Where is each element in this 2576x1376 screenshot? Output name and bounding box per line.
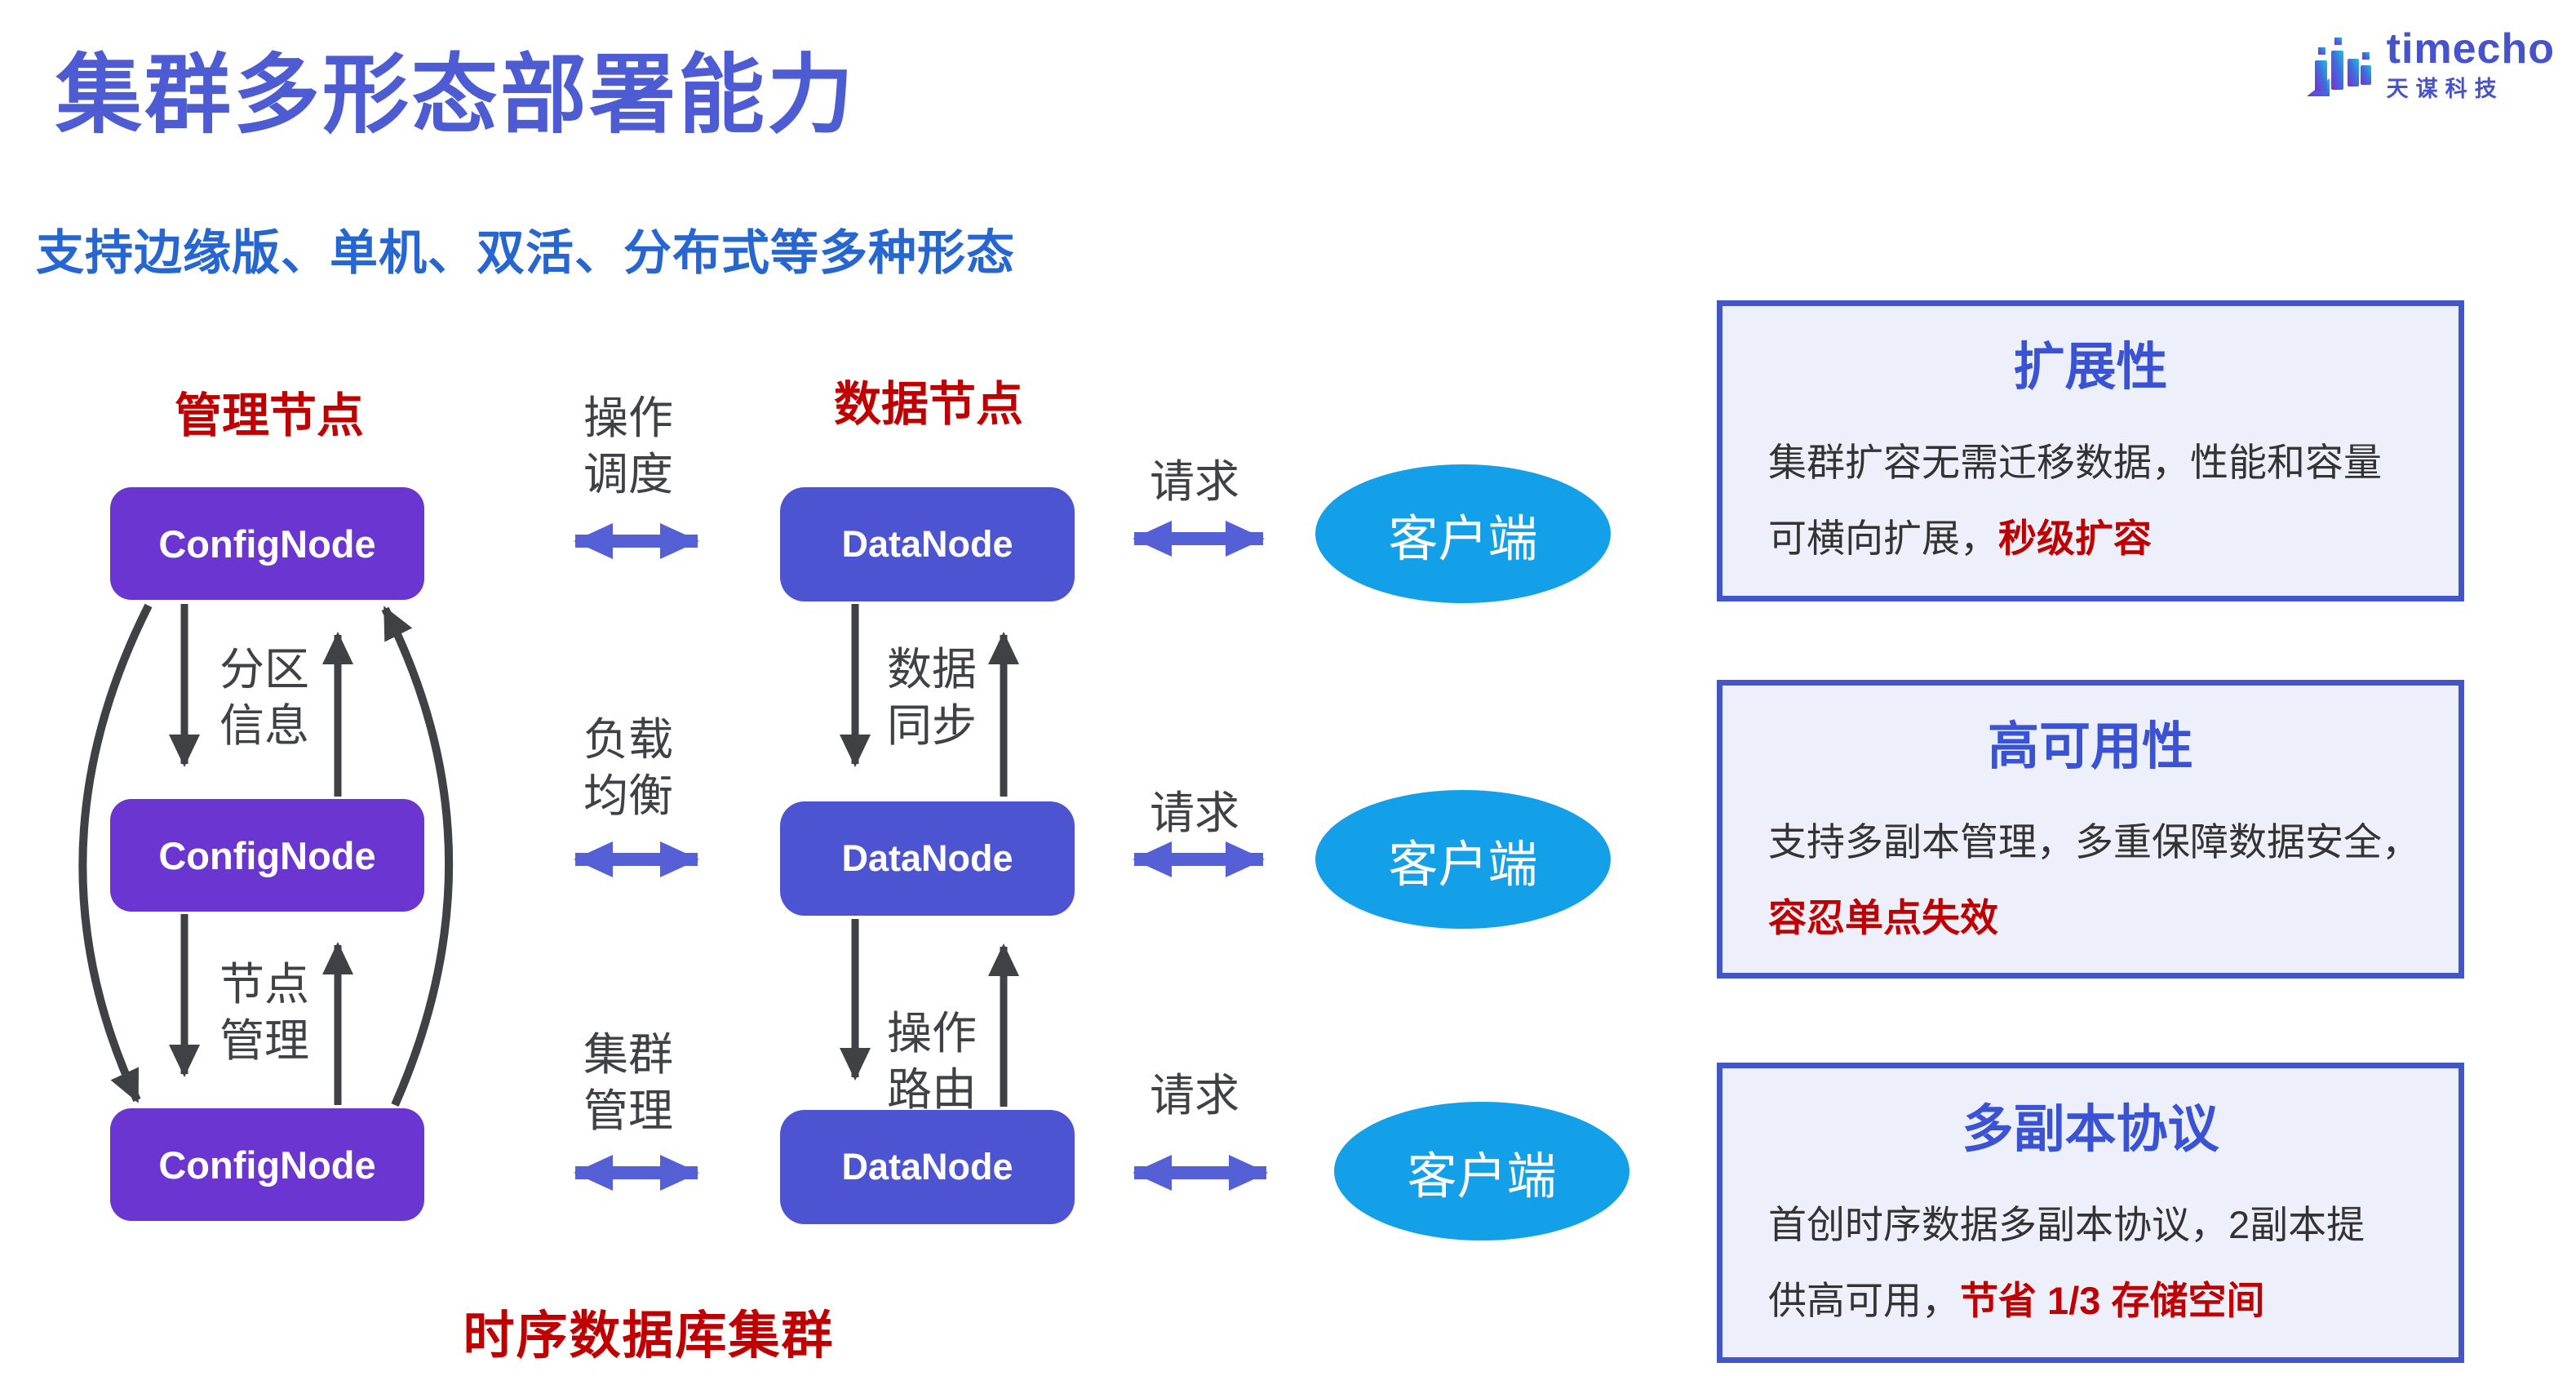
- panel-scalability-body: 集群扩容无需迁移数据，性能和容量 可横向扩展，秒级扩容: [1768, 424, 2423, 576]
- panel-scalability-title: 扩展性: [2013, 339, 2168, 396]
- page-subtitle: 支持边缘版、单机、双活、分布式等多种形态: [36, 226, 1016, 280]
- client-node-3: 客户端: [1334, 1102, 1629, 1241]
- panel-scalability-line2: 可横向扩展，秒级扩容: [1768, 517, 2152, 560]
- panel-high-availability-body: 支持多副本管理，多重保障数据安全， 容忍单点失效: [1768, 804, 2423, 956]
- edge-label-load-balance: 负载 均衡: [583, 714, 674, 821]
- data-node-2: DataNode: [780, 801, 1075, 916]
- timecho-company: 天谋科技: [2386, 77, 2504, 101]
- management-node-heading: 管理节点: [174, 389, 365, 442]
- panel-scalability-line1: 集群扩容无需迁移数据，性能和容量: [1768, 441, 2382, 484]
- panel-multi-replica: 多副本协议 首创时序数据多副本协议，2副本提 供高可用，节省 1/3 存储空间: [1717, 1063, 2464, 1363]
- edge-label-partition-info: 分区 信息: [219, 644, 310, 751]
- panel-scalability-highlight: 秒级扩容: [1998, 517, 2152, 560]
- panel-multi-replica-body: 首创时序数据多副本协议，2副本提 供高可用，节省 1/3 存储空间: [1768, 1187, 2423, 1338]
- panel-high-availability-line2: 容忍单点失效: [1768, 880, 2423, 956]
- edge-label-node-manage: 节点 管理: [219, 959, 310, 1066]
- data-node-3: DataNode: [780, 1110, 1075, 1224]
- edge-label-dispatch: 操作 调度: [583, 393, 674, 499]
- panel-high-availability-line1: 支持多副本管理，多重保障数据安全，: [1768, 820, 2420, 863]
- edge-label-op-routing: 操作 路由: [886, 1008, 978, 1115]
- panel-multi-replica-line2: 供高可用，节省 1/3 存储空间: [1768, 1279, 2265, 1322]
- config-node-2: ConfigNode: [110, 799, 424, 912]
- edge-label-cluster-manage: 集群 管理: [583, 1029, 674, 1136]
- panel-high-availability: 高可用性 支持多副本管理，多重保障数据安全， 容忍单点失效: [1717, 680, 2464, 979]
- panel-high-availability-highlight: 容忍单点失效: [1768, 896, 1998, 939]
- request-label-row3: 请求: [1149, 1070, 1240, 1121]
- config-node-1: ConfigNode: [110, 487, 424, 600]
- timecho-logo-icon: [2305, 28, 2374, 110]
- panel-multi-replica-line1: 首创时序数据多副本协议，2副本提: [1768, 1203, 2365, 1246]
- timecho-brand: timecho: [2386, 25, 2555, 73]
- timecho-logo-text: timecho 天谋科技: [2387, 28, 2555, 100]
- panel-multi-replica-highlight: 节省 1/3 存储空间: [1960, 1279, 2265, 1322]
- client-node-2: 客户端: [1315, 790, 1611, 929]
- data-node-1: DataNode: [780, 487, 1075, 601]
- panel-scalability: 扩展性 集群扩容无需迁移数据，性能和容量 可横向扩展，秒级扩容: [1717, 300, 2464, 601]
- timecho-logo: timecho 天谋科技: [2305, 28, 2555, 110]
- request-label-row2: 请求: [1149, 788, 1240, 838]
- panel-multi-replica-title: 多副本协议: [1962, 1101, 2219, 1158]
- config-node-3: ConfigNode: [110, 1108, 424, 1221]
- request-label-row1: 请求: [1149, 456, 1240, 507]
- page-title: 集群多形态部署能力: [55, 47, 856, 144]
- data-node-heading: 数据节点: [833, 378, 1024, 431]
- edge-label-data-sync: 数据 同步: [886, 644, 978, 751]
- panel-high-availability-title: 高可用性: [1988, 718, 2193, 775]
- client-node-1: 客户端: [1315, 464, 1611, 603]
- cluster-caption: 时序数据库集群: [463, 1307, 835, 1365]
